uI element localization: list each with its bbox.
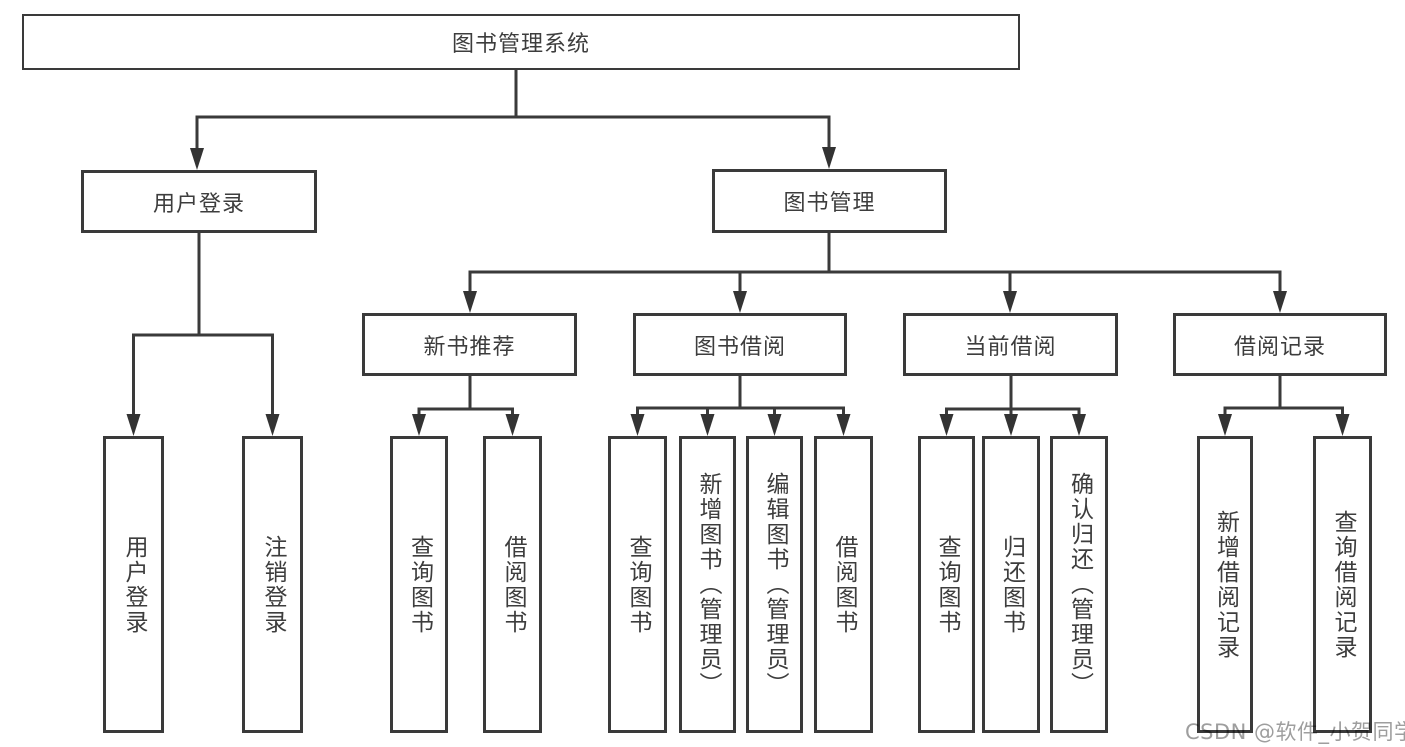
node-borrow-record: 借阅记录 <box>1173 313 1387 376</box>
arrow-down-icon <box>836 414 851 436</box>
arrow-down-icon <box>1072 414 1086 436</box>
node-book-management: 图书管理 <box>712 169 947 233</box>
node-leaf-query-book-borrow: 查询图书 <box>608 436 667 733</box>
connector-root-to-level2 <box>195 68 831 152</box>
node-leaf-user-login: 用户登录 <box>103 436 164 733</box>
arrow-down-icon <box>939 414 954 436</box>
arrow-down-icon <box>1003 291 1017 313</box>
arrow-down-icon <box>700 414 715 436</box>
node-current-borrow: 当前借阅 <box>903 313 1118 376</box>
node-book-borrow: 图书借阅 <box>633 313 847 376</box>
node-new-book-recommend: 新书推荐 <box>362 313 577 376</box>
arrow-down-icon <box>412 414 426 436</box>
arrow-down-icon <box>265 414 280 436</box>
arrow-down-icon <box>767 414 782 436</box>
csdn-watermark: CSDN @软件_小贺同学 <box>1185 720 1405 744</box>
arrow-down-icon <box>463 291 477 313</box>
arrow-down-icon <box>822 147 836 169</box>
node-leaf-edit-book-admin: 编辑图书（管理员） <box>746 436 803 733</box>
arrow-down-icon <box>733 291 747 313</box>
arrow-down-icon <box>190 148 204 170</box>
arrowheads-group <box>126 147 1350 436</box>
node-leaf-confirm-return-admin: 确认归还（管理员） <box>1050 436 1108 733</box>
connector-bookmgmt-to-level3 <box>468 231 1282 294</box>
arrow-down-icon <box>1218 414 1232 436</box>
node-leaf-return-book: 归还图书 <box>982 436 1040 733</box>
node-leaf-add-book-admin: 新增图书（管理员） <box>679 436 736 733</box>
arrow-down-icon <box>1004 414 1018 436</box>
connector-newbookrec-children <box>417 374 514 417</box>
node-root-library-system: 图书管理系统 <box>22 14 1020 70</box>
connector-borrowrecords-children <box>1223 374 1344 417</box>
node-leaf-borrow-book-recommend: 借阅图书 <box>483 436 542 733</box>
arrow-down-icon <box>126 414 141 436</box>
connector-currentborrow-children <box>945 374 1081 417</box>
node-user-login: 用户登录 <box>81 170 317 233</box>
node-leaf-logout: 注销登录 <box>242 436 303 733</box>
arrow-down-icon <box>505 414 520 436</box>
connector-userlogin-children <box>132 231 274 417</box>
connector-bookborrow-children <box>636 374 845 417</box>
arrow-down-icon <box>630 414 645 436</box>
node-leaf-query-borrow-record: 查询借阅记录 <box>1313 436 1372 733</box>
node-leaf-query-book-recommend: 查询图书 <box>390 436 448 733</box>
arrow-down-icon <box>1273 291 1287 313</box>
node-leaf-borrow-book: 借阅图书 <box>814 436 873 733</box>
node-leaf-add-borrow-record: 新增借阅记录 <box>1197 436 1253 733</box>
arrow-down-icon <box>1335 414 1350 436</box>
node-leaf-query-book-current: 查询图书 <box>918 436 975 733</box>
